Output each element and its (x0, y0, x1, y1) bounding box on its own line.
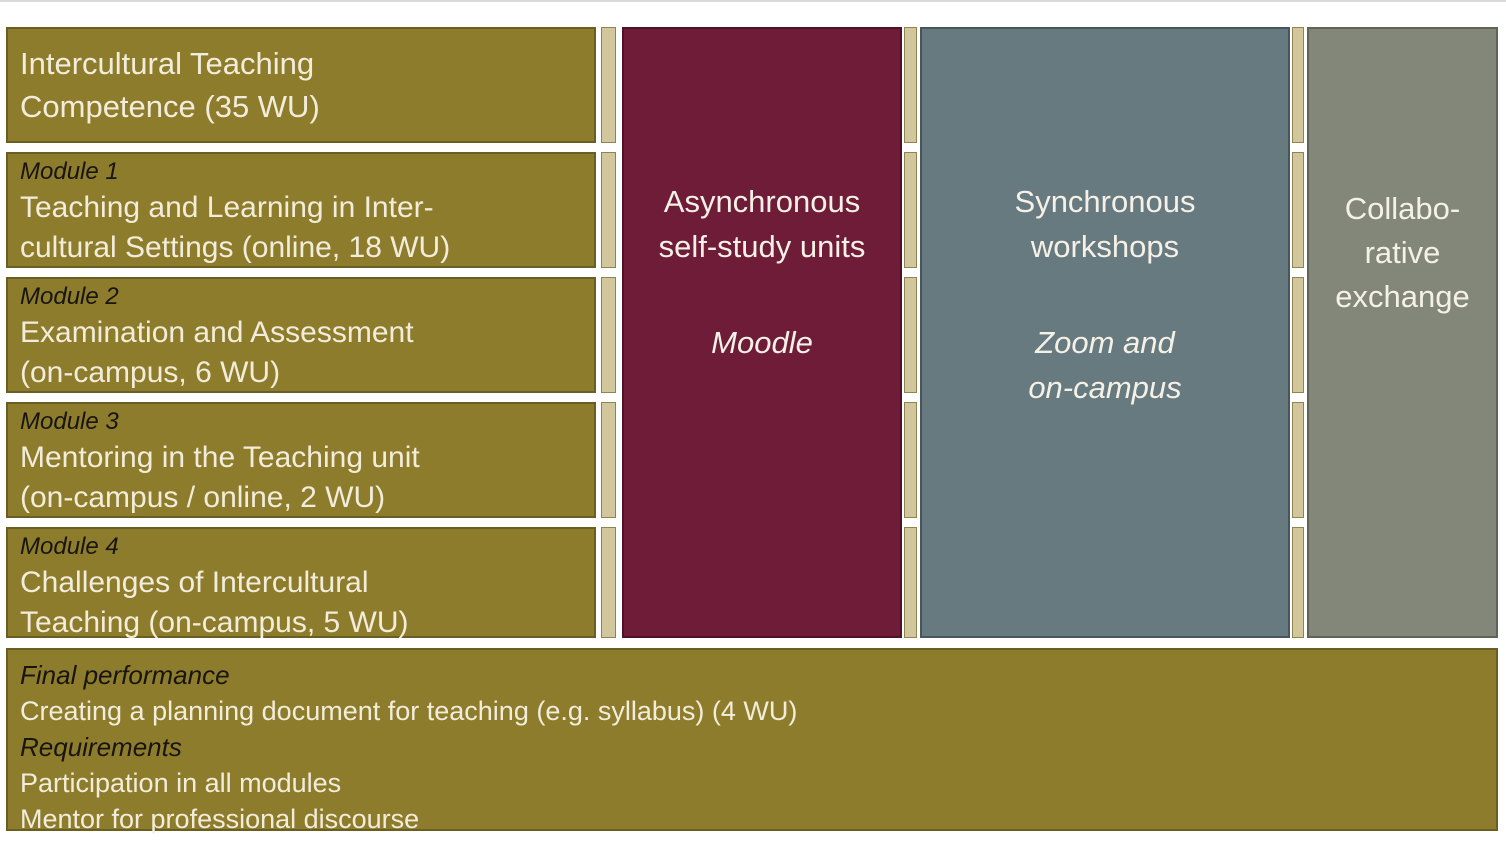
top-hairline (0, 0, 1506, 2)
connector-strip-segment (1292, 527, 1304, 638)
connector-strip-segment (601, 527, 616, 638)
synchronous-subtitle-line-2: on-campus (1028, 370, 1182, 405)
module-3-label: Module 3 (20, 408, 119, 435)
module-2-label: Module 2 (20, 283, 119, 310)
connector-strip-segment (601, 277, 616, 393)
connector-strip-segment (904, 152, 917, 268)
module-4-line-1: Challenges of Intercultural (20, 566, 369, 599)
final-performance-label: Final performance (20, 660, 230, 690)
asynchronous-header-line-1: Asynchronous (663, 184, 861, 219)
connector-strip-segment (601, 152, 616, 268)
connector-strip-segment (904, 27, 917, 143)
connector-strip-segment (601, 402, 616, 518)
module-1-line-1: Teaching and Learning in Inter- (20, 191, 434, 224)
collaborative-header-line-2: rative (1364, 235, 1441, 270)
synchronous-subtitle-line-1: Zoom and (1035, 325, 1175, 360)
module-1-block: Module 1 Teaching and Learning in Inter-… (6, 152, 596, 268)
synchronous-header-line-1: Synchronous (1014, 184, 1196, 219)
module-3-line-2: (on-campus / online, 2 WU) (20, 481, 386, 514)
connector-strip-segment (1292, 27, 1304, 143)
requirements-label: Requirements (20, 732, 182, 762)
module-3-line-1: Mentoring in the Teaching unit (20, 441, 420, 474)
module-1-line-2: cultural Settings (online, 18 WU) (20, 231, 451, 264)
connector-strip-segment (601, 27, 616, 143)
final-performance-text: Creating a planning document for teachin… (20, 696, 798, 726)
module-2-block: Module 2 Examination and Assessment (on-… (6, 277, 596, 393)
asynchronous-column: Asynchronous self-study units Moodle (622, 27, 902, 638)
synchronous-column: Synchronous workshops Zoom and on-campus (920, 27, 1290, 638)
module-2-line-1: Examination and Assessment (20, 316, 414, 349)
asynchronous-subtitle: Moodle (711, 325, 813, 360)
module-2-line-2: (on-campus, 6 WU) (20, 356, 281, 389)
module-1-label: Module 1 (20, 158, 119, 185)
requirement-participation: Participation in all modules (20, 768, 342, 798)
synchronous-header-line-2: workshops (1030, 229, 1180, 264)
program-title-line-2: Competence (35 WU) (20, 89, 320, 124)
asynchronous-header-line-2: self-study units (658, 229, 866, 264)
connector-strip-segment (904, 402, 917, 518)
collaborative-header-line-3: exchange (1335, 279, 1470, 314)
module-4-label: Module 4 (20, 533, 119, 560)
collaborative-column: Collabo- rative exchange (1307, 27, 1498, 638)
module-3-block: Module 3 Mentoring in the Teaching unit … (6, 402, 596, 518)
module-4-block: Module 4 Challenges of Intercultural Tea… (6, 527, 596, 639)
requirement-mentor: Mentor for professional discourse (20, 804, 420, 834)
connector-strip-segment (1292, 277, 1304, 393)
connector-strip-segment (1292, 152, 1304, 268)
connector-strip-segment (1292, 402, 1304, 518)
connector-strip-segment (904, 527, 917, 638)
program-title-block: Intercultural Teaching Competence (35 WU… (6, 27, 596, 143)
module-4-line-2: Teaching (on-campus, 5 WU) (20, 606, 409, 639)
collaborative-header-line-1: Collabo- (1344, 191, 1461, 226)
program-title-line-1: Intercultural Teaching (20, 46, 315, 81)
connector-strip-segment (904, 277, 917, 393)
final-performance-block: Final performance Creating a planning do… (6, 648, 1498, 834)
